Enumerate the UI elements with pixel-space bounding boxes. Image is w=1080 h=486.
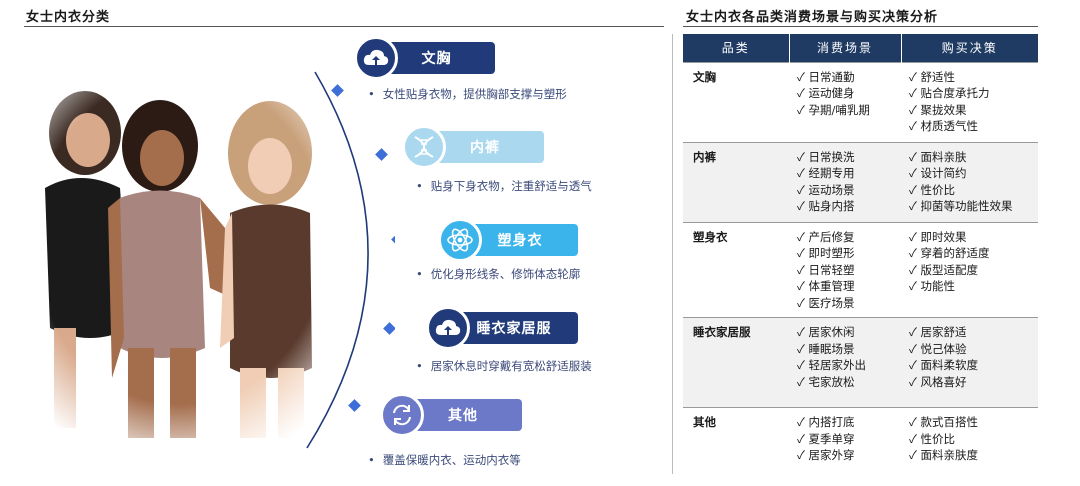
category-label: 塑身衣 — [497, 233, 543, 249]
decision-item: 穿着的舒适度 — [909, 245, 1030, 262]
diamond-marker — [391, 233, 395, 246]
table-row: 内裤日常换洗经期专用运动场景贴身内搭面料亲肤设计简约性价比抑菌等功能性效果 — [683, 141, 1038, 222]
dna-icon — [402, 125, 446, 169]
decision-item: 居家舒适 — [909, 324, 1030, 341]
decision-list: 即时效果穿着的舒适度版型适配度功能性 — [901, 221, 1038, 318]
decision-item: 性价比 — [909, 182, 1030, 199]
category-desc: 优化身形线条、修饰体态轮廓 — [416, 266, 581, 282]
decision-item: 款式百搭性 — [909, 414, 1030, 431]
scenario-item: 轻居家外出 — [797, 357, 893, 374]
scenario-list: 日常通勤运动健身孕期/哺乳期 — [789, 61, 901, 142]
left-section-title: 女士内衣分类 — [26, 10, 111, 25]
scenario-item: 运动健身 — [797, 85, 893, 102]
category-pill-sleepwear: 睡衣家居服 — [450, 312, 578, 344]
decision-item: 材质透气性 — [909, 118, 1030, 135]
scenario-item: 医疗场景 — [797, 295, 893, 312]
left-title-rule — [24, 26, 664, 27]
scenario-item: 睡眠场景 — [797, 341, 893, 358]
scenario-item: 日常通勤 — [797, 69, 893, 86]
refresh-icon — [380, 393, 424, 437]
models-photo — [20, 78, 340, 438]
scenario-item: 日常换洗 — [797, 149, 893, 166]
decision-item: 聚拢效果 — [909, 102, 1030, 119]
row-category: 睡衣家居服 — [683, 317, 789, 408]
header-category: 品类 — [683, 34, 790, 62]
decision-item: 性价比 — [909, 431, 1030, 448]
table-header-row: 品类 消费场景 购买决策 — [683, 34, 1038, 62]
row-category: 内裤 — [683, 141, 789, 222]
decision-list: 面料亲肤设计简约性价比抑菌等功能性效果 — [901, 141, 1038, 222]
connector-arc — [306, 71, 395, 449]
decision-item: 贴合度承托力 — [909, 85, 1030, 102]
scenario-item: 即时塑形 — [797, 245, 893, 262]
decision-item: 抑菌等功能性效果 — [909, 198, 1030, 215]
scenario-list: 内搭打底夏季单穿居家外穿 — [789, 407, 901, 470]
scenario-item: 宅家放松 — [797, 374, 893, 391]
decision-item: 设计简约 — [909, 165, 1030, 182]
row-category: 塑身衣 — [683, 221, 789, 318]
decision-item: 舒适性 — [909, 69, 1030, 86]
category-label: 其他 — [448, 408, 478, 424]
category-desc: 居家休息时穿戴有宽松舒适服装 — [416, 358, 592, 374]
scenario-item: 经期专用 — [797, 165, 893, 182]
decision-list: 居家舒适悦己体验面料柔软度风格喜好 — [901, 317, 1038, 408]
scenario-item: 日常轻塑 — [797, 262, 893, 279]
right-section-title: 女士内衣各品类消费场景与购买决策分析 — [686, 10, 939, 25]
scenario-item: 运动场景 — [797, 182, 893, 199]
scenario-list: 产后修复即时塑形日常轻塑体重管理医疗场景 — [789, 221, 901, 318]
right-title-rule — [683, 26, 1038, 27]
table-row: 塑身衣产后修复即时塑形日常轻塑体重管理医疗场景即时效果穿着的舒适度版型适配度功能… — [683, 221, 1038, 318]
decision-list: 舒适性贴合度承托力聚拢效果材质透气性 — [901, 61, 1038, 142]
decision-item: 面料柔软度 — [909, 357, 1030, 374]
table-row: 其他内搭打底夏季单穿居家外穿款式百搭性性价比面料亲肤度 — [683, 407, 1038, 470]
analysis-table: 品类 消费场景 购买决策 文胸日常通勤运动健身孕期/哺乳期舒适性贴合度承托力聚拢… — [683, 34, 1038, 470]
scenario-item: 孕期/哺乳期 — [797, 102, 893, 119]
decision-list: 款式百搭性性价比面料亲肤度 — [901, 407, 1038, 470]
decision-item: 面料亲肤 — [909, 149, 1030, 166]
upload-cloud-icon — [426, 306, 470, 350]
decision-item: 即时效果 — [909, 229, 1030, 246]
category-desc: 女性贴身衣物，提供胸部支撑与塑形 — [368, 86, 567, 102]
decision-item: 功能性 — [909, 278, 1030, 295]
header-decision: 购买决策 — [901, 34, 1038, 62]
scenario-item: 居家外穿 — [797, 447, 893, 464]
row-category: 文胸 — [683, 61, 789, 142]
decision-item: 面料亲肤度 — [909, 447, 1030, 464]
category-label: 内裤 — [470, 140, 500, 156]
decision-item: 悦己体验 — [909, 341, 1030, 358]
atom-icon — [438, 218, 482, 262]
category-label: 睡衣家居服 — [476, 321, 552, 337]
scenario-item: 夏季单穿 — [797, 431, 893, 448]
scenario-item: 体重管理 — [797, 278, 893, 295]
decision-item: 风格喜好 — [909, 374, 1030, 391]
scenario-list: 居家休闲睡眠场景轻居家外出宅家放松 — [789, 317, 901, 408]
scenario-list: 日常换洗经期专用运动场景贴身内搭 — [789, 141, 901, 222]
scenario-item: 内搭打底 — [797, 414, 893, 431]
table-row: 文胸日常通勤运动健身孕期/哺乳期舒适性贴合度承托力聚拢效果材质透气性 — [683, 61, 1038, 142]
scenario-item: 产后修复 — [797, 229, 893, 246]
category-desc: 覆盖保暖内衣、运动内衣等 — [368, 452, 521, 468]
panel-divider — [672, 34, 673, 474]
scenario-item: 居家休闲 — [797, 324, 893, 341]
decision-item: 版型适配度 — [909, 262, 1030, 279]
row-category: 其他 — [683, 407, 789, 470]
category-desc: 贴身下身衣物，注重舒适与透气 — [416, 178, 592, 194]
category-label: 文胸 — [421, 51, 452, 67]
table-row: 睡衣家居服居家休闲睡眠场景轻居家外出宅家放松居家舒适悦己体验面料柔软度风格喜好 — [683, 317, 1038, 408]
header-scenario: 消费场景 — [789, 34, 902, 62]
scenario-item: 贴身内搭 — [797, 198, 893, 215]
upload-cloud-icon — [354, 36, 398, 80]
